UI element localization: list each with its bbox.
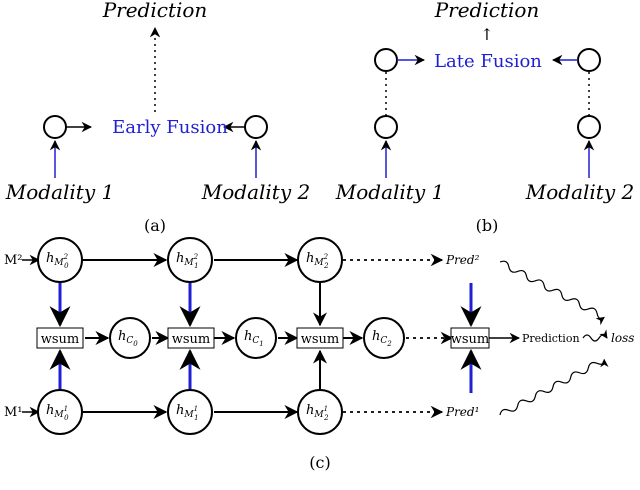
c-wavy-prediction-loss <box>582 329 608 342</box>
c-label-hc-2: hC2 <box>372 329 392 348</box>
c-node-hc-2 <box>363 317 405 359</box>
c-wavy-pred1-loss <box>499 358 609 416</box>
panel-c: M² M¹ <box>4 237 634 472</box>
c-wsum-box-final <box>450 327 490 349</box>
c-node-hm2-0 <box>37 237 83 283</box>
c-wavy-pred2-loss <box>499 260 605 326</box>
a-modality2-label: Modality 2 <box>201 180 310 204</box>
c-label-hc-1: hC1 <box>244 329 264 348</box>
c-wsum-label-1: wsum <box>172 332 211 347</box>
b-caption: (b) <box>476 216 499 235</box>
c-loss-label: loss <box>611 331 634 345</box>
b-modality2-node <box>577 115 601 139</box>
panel-b: Prediction ↑ Late Fusion Modality 1 Moda… <box>335 0 634 235</box>
c-node-hm1-2 <box>297 389 343 435</box>
c-wsum-box-2 <box>296 327 344 349</box>
c-prediction-label: Prediction <box>522 332 580 345</box>
a-modality1-node <box>43 115 67 139</box>
a-modality2-node <box>244 115 268 139</box>
b-up-arrow: ↑ <box>480 25 493 44</box>
a-early-fusion-label: Early Fusion <box>112 117 228 138</box>
b-modality1-node <box>374 115 398 139</box>
c-wsum-box-0 <box>36 327 84 349</box>
c-node-hc-1 <box>235 317 277 359</box>
b-top-left-node <box>374 48 398 72</box>
c-pred1-label: Pred¹ <box>445 405 479 419</box>
c-wsum-label-final: wsum <box>451 332 490 347</box>
a-modality1-label: Modality 1 <box>5 180 114 204</box>
c-node-hm2-1 <box>167 237 213 283</box>
c-node-hm2-2 <box>297 237 343 283</box>
a-prediction-label: Prediction <box>102 0 208 22</box>
c-node-hm1-1 <box>167 389 213 435</box>
c-node-hc-0 <box>109 317 151 359</box>
b-modality1-label: Modality 1 <box>335 180 444 204</box>
c-wsum-label-0: wsum <box>41 332 80 347</box>
b-late-fusion-label: Late Fusion <box>434 51 542 72</box>
c-label-hc-0: hC0 <box>118 329 138 348</box>
panel-a: Prediction Early Fusion Modality 1 Modal… <box>5 0 310 235</box>
b-prediction-label: Prediction <box>434 0 540 22</box>
a-caption: (a) <box>144 216 166 235</box>
c-wsum-box-1 <box>167 327 215 349</box>
b-modality2-label: Modality 2 <box>525 180 634 204</box>
c-node-hm1-0 <box>37 389 83 435</box>
c-wsum-label-2: wsum <box>301 332 340 347</box>
c-pred2-label: Pred² <box>445 253 480 267</box>
c-caption: (c) <box>309 453 330 472</box>
c-input-m1: M¹ <box>4 405 23 420</box>
c-input-m2: M² <box>4 253 23 268</box>
b-top-right-node <box>577 48 601 72</box>
